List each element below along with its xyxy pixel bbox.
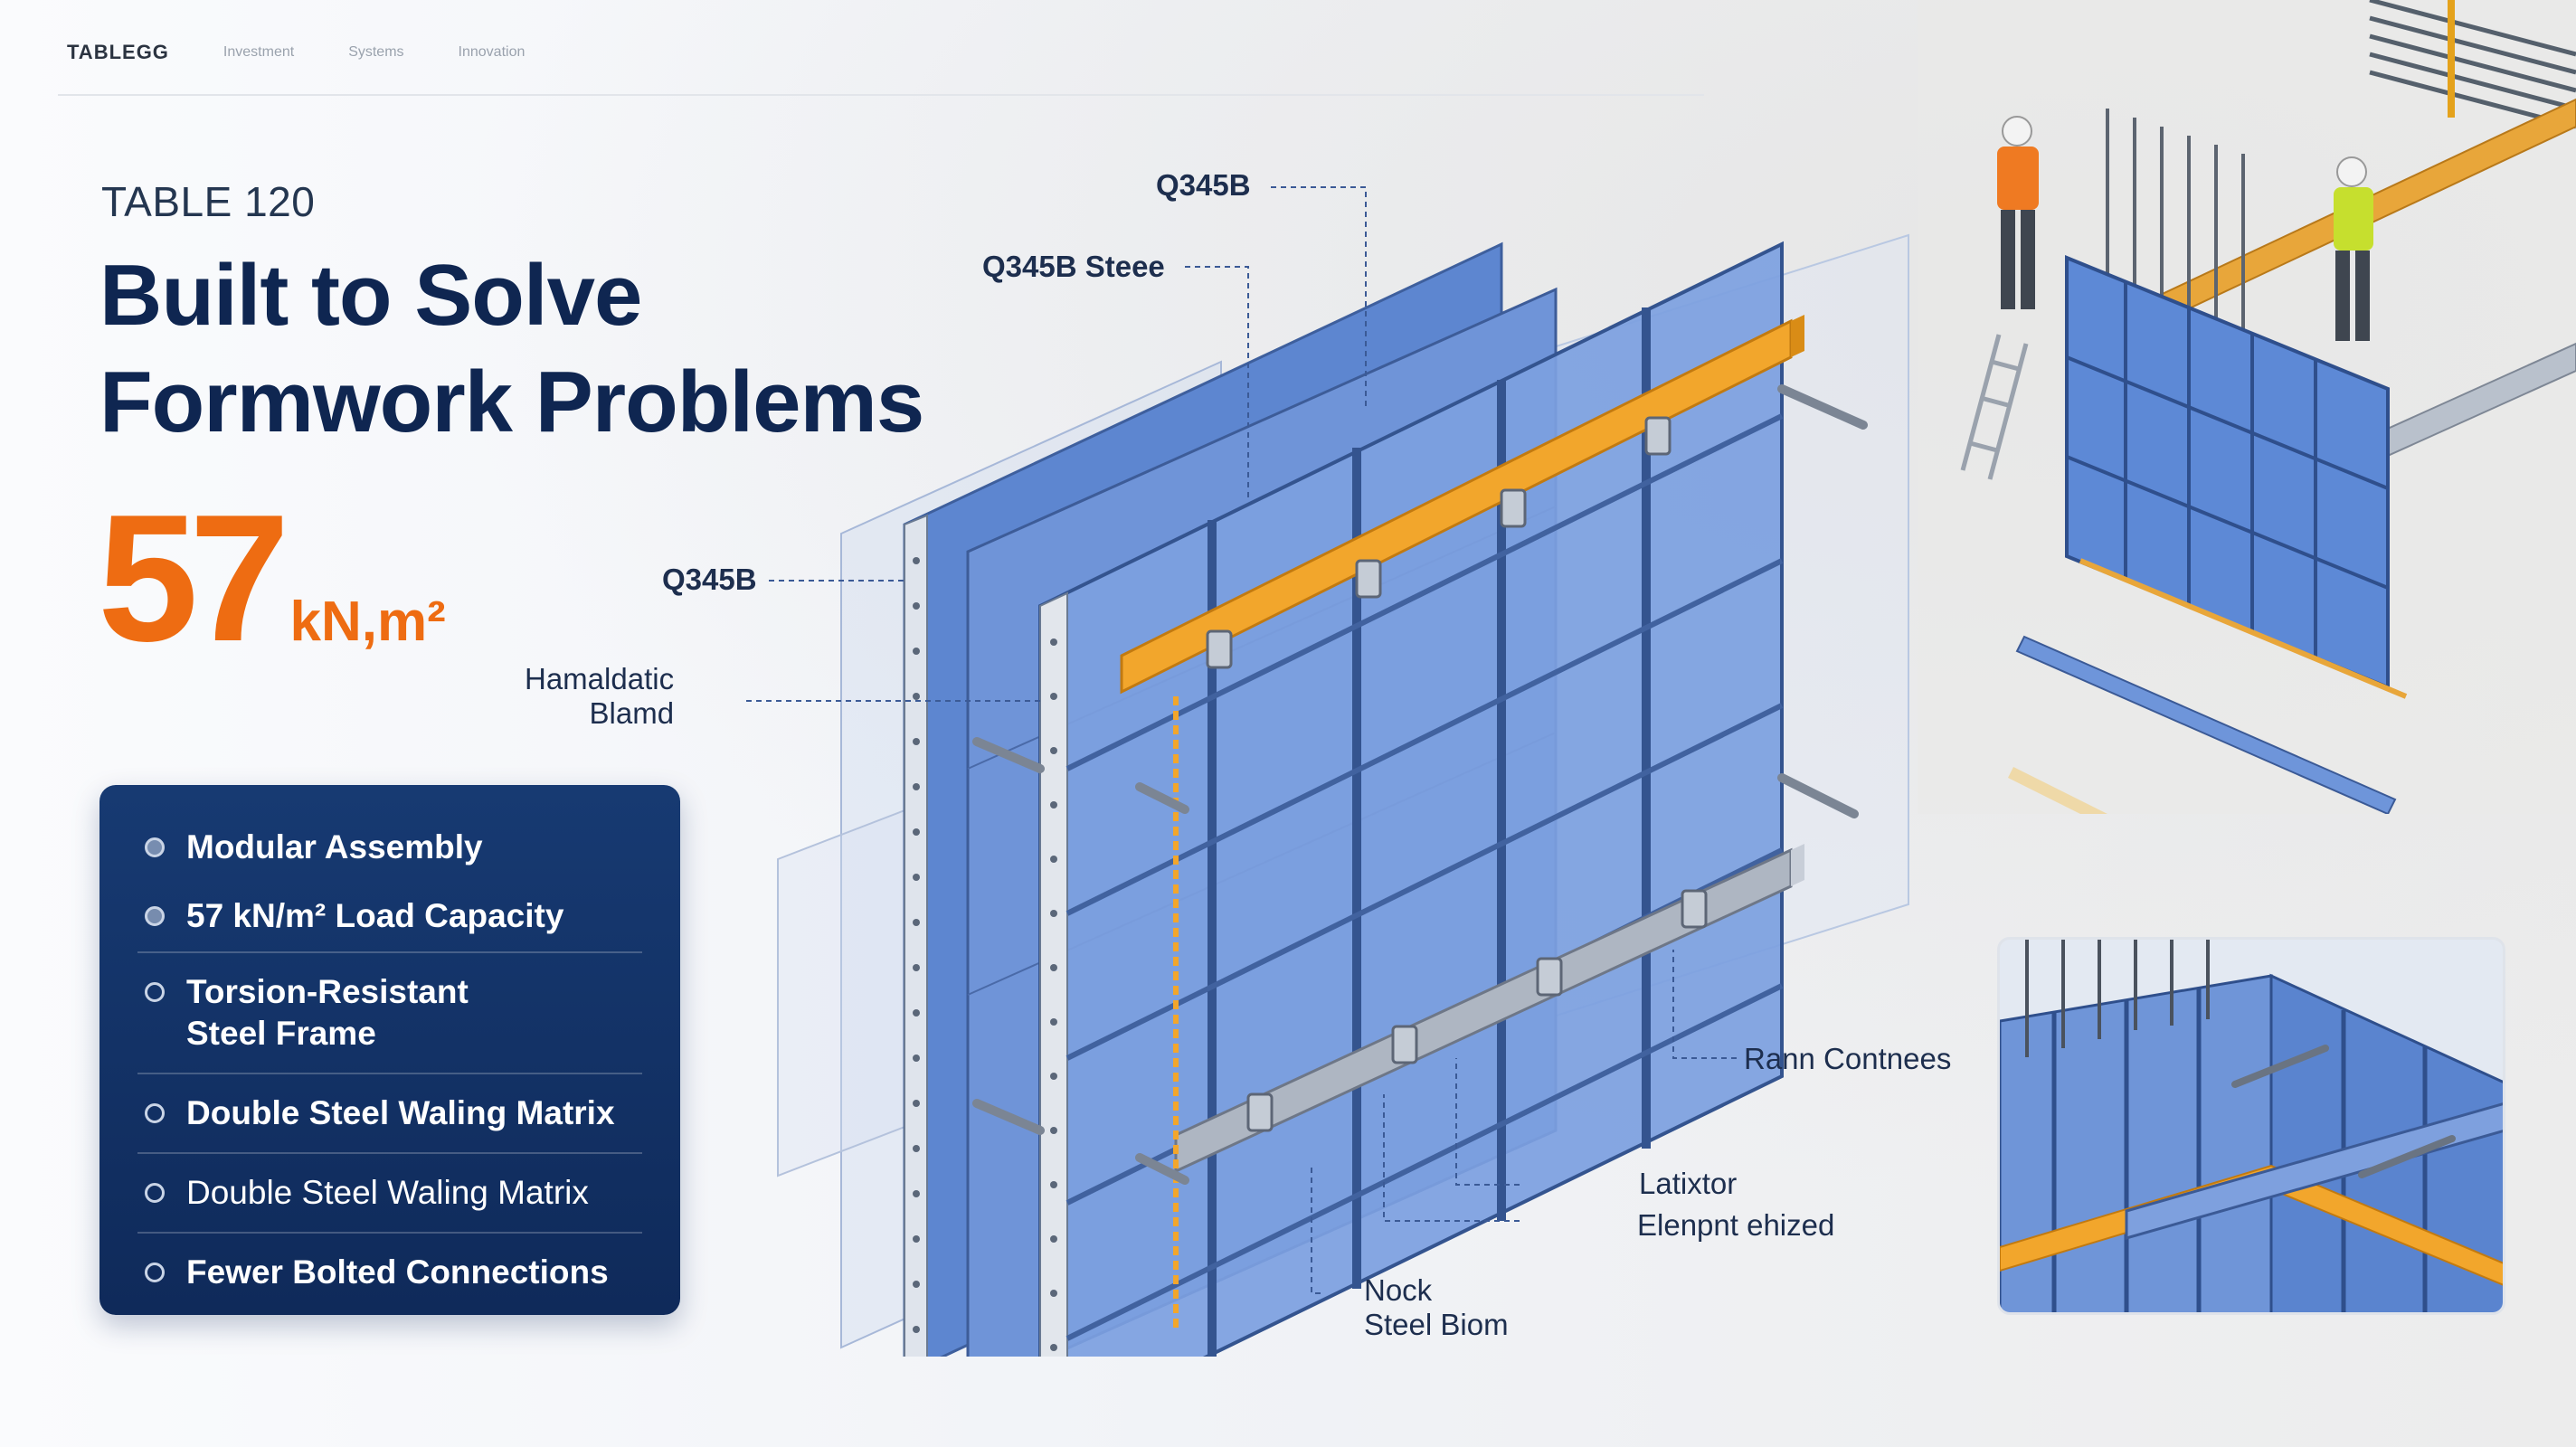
feature-label: Double Steel Waling Matrix — [186, 1094, 615, 1131]
top-nav: TABLEGG Investment Systems Innovation — [67, 36, 525, 69]
page-headline: Built to Solve Formwork Problems — [99, 242, 1004, 456]
formwork-exploded-illustration — [742, 186, 1909, 1357]
bullet-ring-icon — [145, 1103, 165, 1123]
feature-label: Fewer Bolted Connections — [186, 1253, 609, 1291]
bullet-ring-icon — [145, 1263, 165, 1282]
construction-site-scene — [1918, 0, 2576, 814]
bullet-dot-icon — [145, 837, 165, 857]
feature-item-waling-matrix-2: Double Steel Waling Matrix — [137, 1152, 642, 1232]
stat-unit: kN,m² — [289, 591, 446, 653]
feature-item-waling-matrix: Double Steel Waling Matrix — [137, 1073, 642, 1152]
nav-link-investment[interactable]: Investment — [223, 44, 295, 60]
feature-label: Modular Assembly — [186, 828, 483, 865]
callout-q345b-mid: Q345B — [662, 563, 757, 596]
feature-item-load-capacity: 57 kN/m² Load Capacity — [137, 886, 642, 951]
bullet-ring-icon — [145, 1183, 165, 1203]
nav-divider — [58, 94, 1704, 96]
callout-q345b-steel: Q345B Steee — [982, 250, 1165, 283]
feature-label: 57 kN/m² Load Capacity — [186, 897, 564, 934]
feature-item-fewer-bolts: Fewer Bolted Connections — [137, 1232, 642, 1311]
feature-list-card: Modular Assembly 57 kN/m² Load Capacity … — [99, 785, 680, 1315]
bullet-dot-icon — [145, 906, 165, 926]
nav-link-systems[interactable]: Systems — [348, 44, 404, 60]
stat-value: 57 — [98, 478, 289, 679]
headline-text: Built to Solve Formwork Problems — [99, 247, 924, 450]
nav-link-innovation[interactable]: Innovation — [458, 44, 526, 60]
inset-waler-detail-illustration — [2000, 940, 2503, 1312]
callout-q345b-top: Q345B — [1156, 168, 1251, 202]
feature-label: Torsion-Resistant Steel Frame — [186, 973, 469, 1052]
bullet-ring-icon — [145, 982, 165, 1002]
callout-rann: Rann Contnees — [1744, 1042, 1952, 1075]
feature-item-modular-assembly: Modular Assembly — [137, 809, 642, 886]
callout-hamaldatic: Hamaldatic Blamd — [525, 662, 675, 730]
callout-nock: Nock Steel Biom — [1364, 1273, 1509, 1341]
product-eyebrow: TABLE 120 — [101, 178, 316, 225]
callout-latixtor: Latixtor — [1639, 1167, 1738, 1200]
load-capacity-stat: 57 kN,m² — [98, 488, 446, 669]
detail-inset-image — [1997, 937, 2505, 1315]
brand-logo[interactable]: TABLEGG — [67, 41, 169, 63]
callout-elenpnt: Elenpnt ehized — [1637, 1208, 1835, 1242]
feature-label: Double Steel Waling Matrix — [186, 1174, 589, 1211]
feature-item-torsion-frame: Torsion-Resistant Steel Frame — [137, 951, 642, 1073]
